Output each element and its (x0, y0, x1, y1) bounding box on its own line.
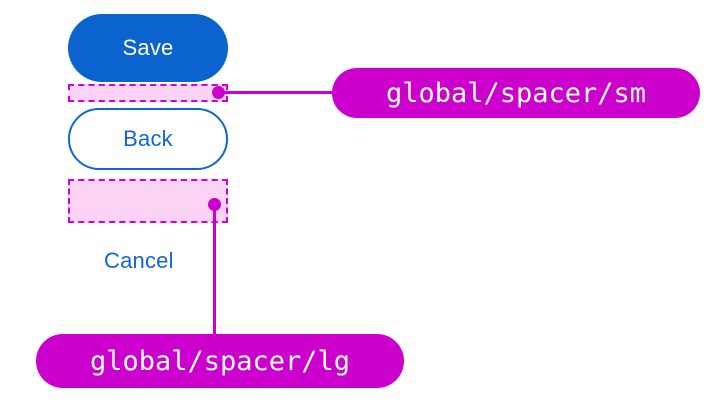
spacer-sm-token-label: global/spacer/sm (385, 77, 647, 109)
spacer-lg-token-pill[interactable]: global/spacer/lg (36, 334, 404, 388)
spacer-sm-leader-line (218, 91, 344, 94)
spacer-lg-overlay (68, 179, 228, 223)
spacer-sm-leader-dot-icon (212, 86, 225, 99)
spacer-sm-overlay (68, 84, 228, 102)
save-button-label: Save (122, 35, 174, 60)
save-button[interactable]: Save (68, 14, 228, 82)
spacer-lg-leader-line (213, 204, 216, 350)
back-button[interactable]: Back (68, 108, 228, 170)
spacer-lg-token-label: global/spacer/lg (89, 345, 351, 377)
cancel-button[interactable]: Cancel (68, 242, 228, 280)
spacer-lg-leader-dot-icon (208, 198, 221, 211)
cancel-button-label: Cancel (104, 248, 174, 273)
back-button-label: Back (123, 126, 173, 151)
spacer-sm-token-pill[interactable]: global/spacer/sm (332, 68, 700, 118)
